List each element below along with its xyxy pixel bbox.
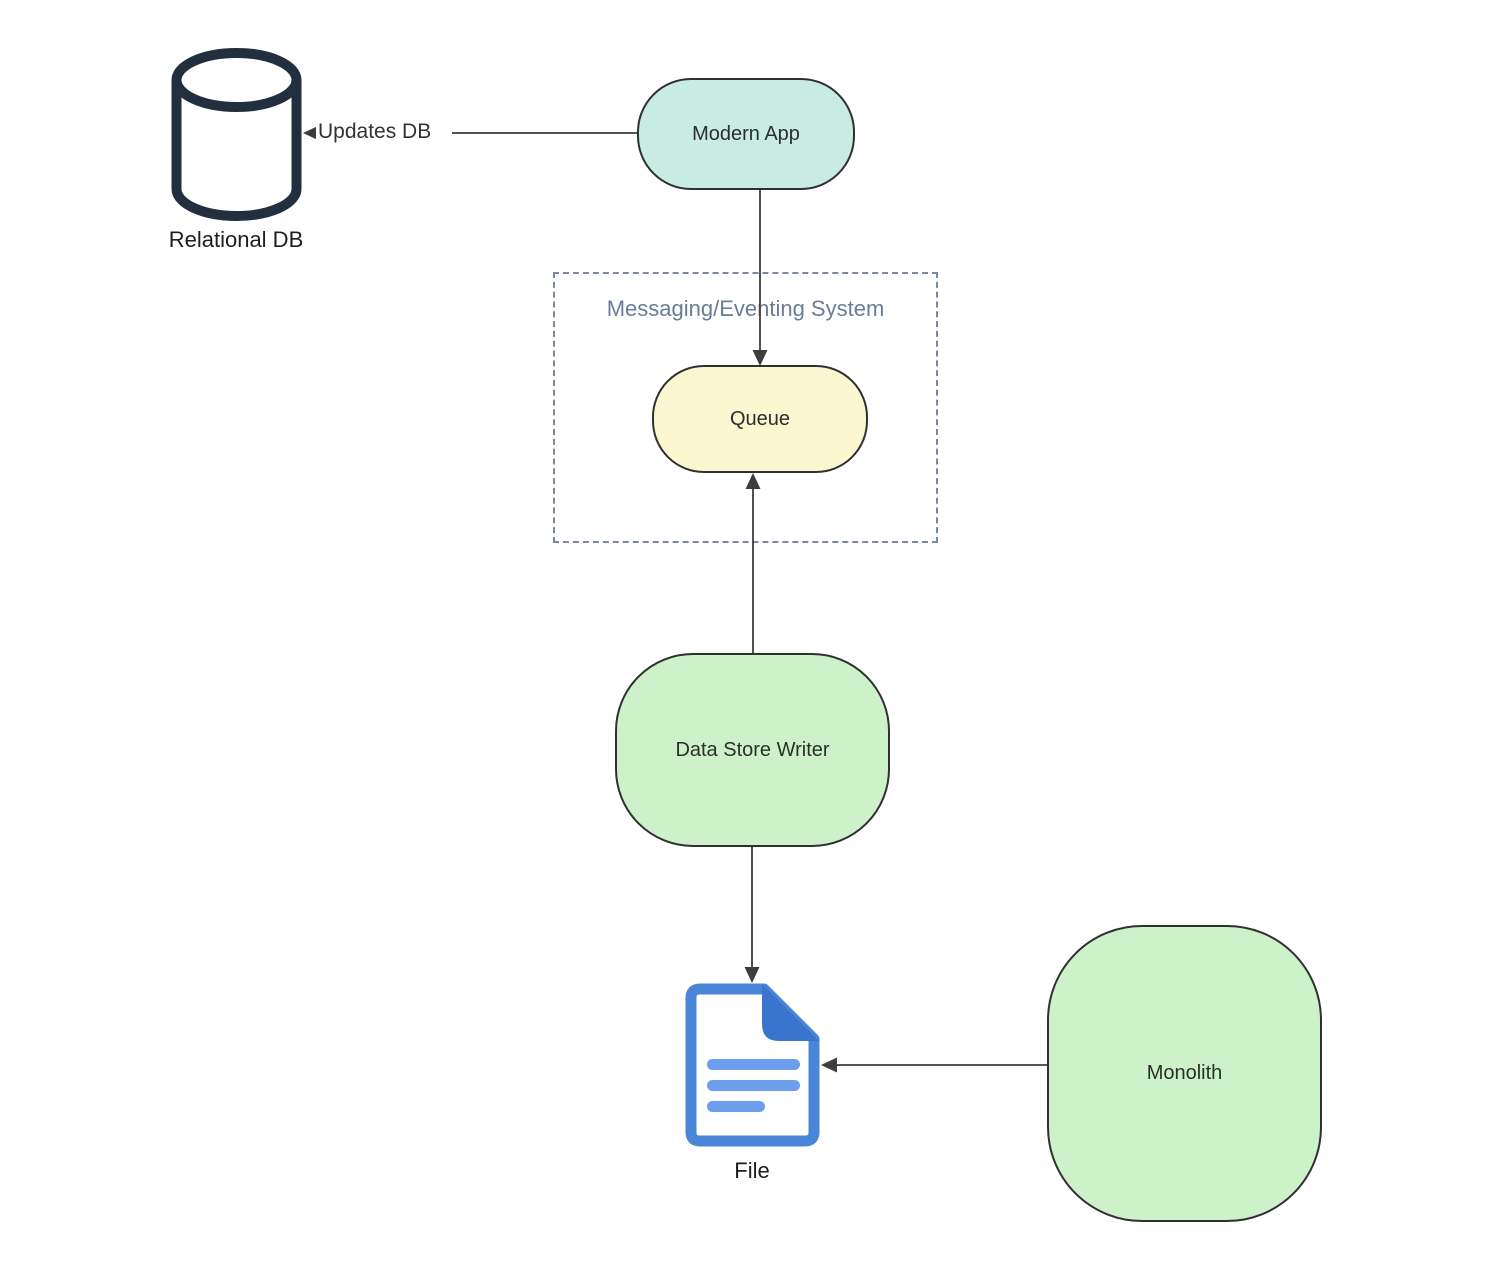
node-queue: Queue xyxy=(652,365,868,473)
document-icon xyxy=(685,983,820,1147)
node-modern-app-label: Modern App xyxy=(692,122,800,145)
edge-label-updates-db: Updates DB xyxy=(316,120,434,144)
file-caption: File xyxy=(734,1158,770,1183)
edge-monolith-to-file xyxy=(821,1057,1047,1073)
relational-db-caption: Relational DB xyxy=(168,227,304,252)
database-cylinder-icon xyxy=(171,48,302,221)
node-queue-label: Queue xyxy=(729,407,791,430)
messaging-eventing-group-box xyxy=(553,272,938,543)
messaging-eventing-group-label: Messaging/Eventing System xyxy=(606,296,885,321)
node-data-store-writer: Data Store Writer xyxy=(615,653,890,847)
node-modern-app: Modern App xyxy=(637,78,855,190)
edge-data-store-writer-to-file xyxy=(744,847,760,983)
node-monolith-label: Monolith xyxy=(1146,1062,1223,1084)
node-data-store-writer-label: Data Store Writer xyxy=(675,738,830,761)
node-monolith: Monolith xyxy=(1047,925,1322,1222)
